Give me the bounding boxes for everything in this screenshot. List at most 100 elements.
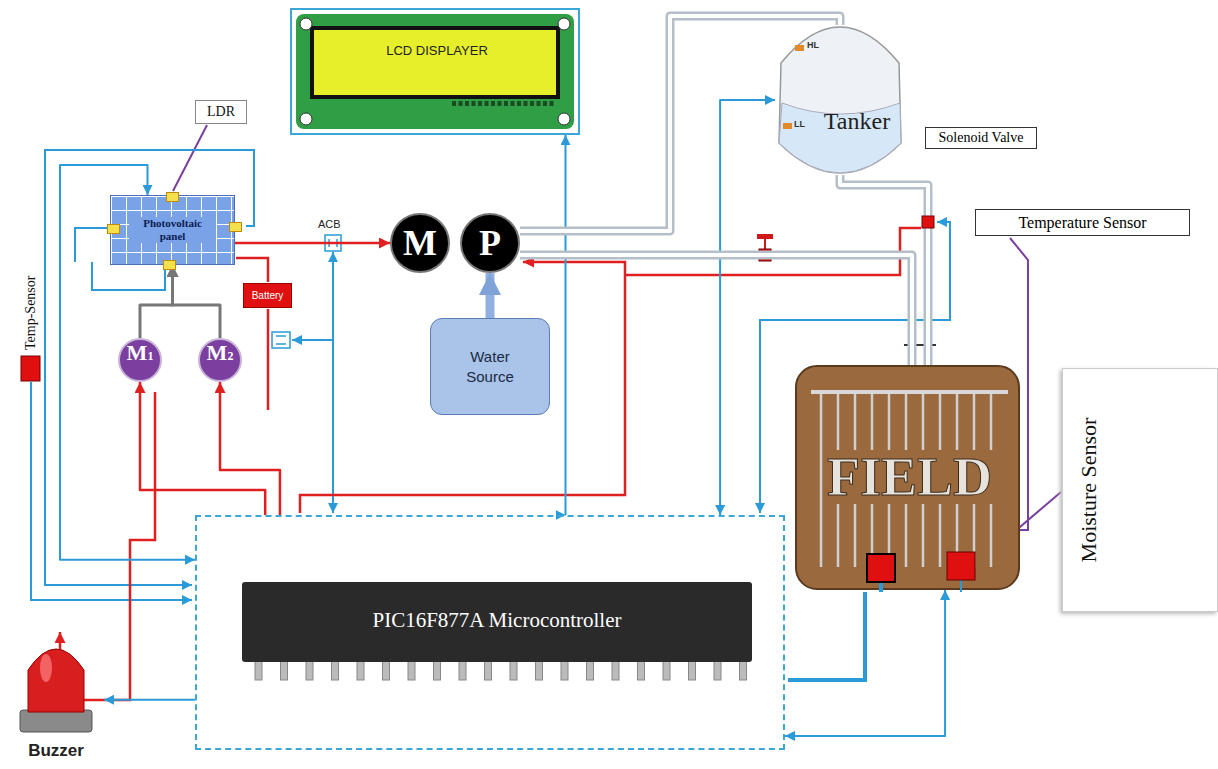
water-flow-arrow <box>486 273 495 318</box>
microcontroller-box-outline <box>459 660 466 680</box>
water-tank-outline <box>783 123 792 129</box>
lcd-display-outline <box>459 101 463 106</box>
battery-box: Battery <box>243 283 292 308</box>
lcd-display-outline <box>498 101 502 106</box>
callout-box: Solenoid Valve <box>925 127 1037 149</box>
sensor-label: Temp-Sensor <box>22 276 40 350</box>
microcontroller-box-outline <box>536 660 543 680</box>
sensor-panel: Moisture Sensor <box>1062 368 1218 612</box>
microcontroller-box-outline <box>408 660 415 680</box>
microcontroller-box-outline <box>612 660 619 680</box>
callout-box: LDR <box>195 100 247 124</box>
node-label: Buzzer <box>28 741 84 761</box>
microcontroller-box-outline <box>332 660 339 680</box>
signal-wire <box>75 228 108 262</box>
node-label: Tanker <box>824 108 890 135</box>
power-wire <box>236 258 268 282</box>
lcd-display-outline <box>524 101 528 106</box>
microcontroller-box-outline <box>663 660 670 680</box>
node-label: LCD DISPLAYER <box>386 43 488 58</box>
power-wire <box>140 382 265 515</box>
signal-wire <box>45 150 254 585</box>
power-wire <box>60 228 921 700</box>
motor-circle: M2 <box>198 338 242 382</box>
water-source-box: Water Source <box>430 318 550 415</box>
ldr-sensor <box>107 224 120 234</box>
field-area-outline <box>867 554 895 582</box>
drive-link <box>140 265 173 338</box>
power-wire <box>235 242 390 245</box>
level-label: LL <box>794 119 805 129</box>
signal-wire <box>785 590 945 736</box>
pipe-core <box>520 255 912 365</box>
microcontroller-box-outline <box>306 660 313 680</box>
microcontroller-box-outline <box>561 660 568 680</box>
lcd-display-outline <box>485 101 489 106</box>
microcontroller-box-outline <box>587 660 594 680</box>
microcontroller-box-outline <box>714 660 721 680</box>
level-label: HL <box>807 40 819 50</box>
microcontroller-box-outline <box>255 660 262 680</box>
field-area-outline <box>811 390 1008 394</box>
node-label: Temperature Sensor <box>1018 214 1146 232</box>
microcontroller-box-outline <box>197 517 787 752</box>
lcd-display-outline <box>296 14 574 129</box>
hand-valve <box>764 239 766 249</box>
signal-wire <box>92 262 165 290</box>
relay-symbol <box>276 343 286 345</box>
lcd-display-outline <box>537 101 541 106</box>
leader-line <box>173 125 1061 561</box>
microcontroller-box-outline <box>242 582 752 662</box>
node-label: 1 <box>147 349 153 364</box>
buzzer-icon-outline <box>20 710 92 732</box>
breaker-label: ACB <box>318 218 341 230</box>
lcd-display-outline <box>491 101 495 106</box>
node-label: P <box>479 222 501 264</box>
lcd-display: LCD DISPLAYER <box>290 8 580 135</box>
node-label: Photovoltaic panel <box>129 217 216 242</box>
water-tank-outline <box>779 103 901 173</box>
lcd-display-outline <box>558 113 570 125</box>
relay-symbol <box>272 332 290 348</box>
sensor-wire <box>788 592 865 680</box>
buzzer-icon: Buzzer <box>8 628 104 766</box>
node-label: Water Source <box>449 347 531 386</box>
water-tank-outline <box>775 25 905 175</box>
water-tank-outline <box>779 27 901 173</box>
node-label: PIC16F877A Microcontroller <box>372 608 621 633</box>
field-area-outline <box>960 580 962 592</box>
signal-wire <box>104 699 195 701</box>
microcontroller-box-outline <box>740 660 747 680</box>
node-label: M <box>403 222 437 264</box>
temp-sensor-symbol <box>21 356 40 381</box>
buzzer-icon-outline <box>28 649 84 712</box>
ldr-sensor <box>163 260 176 270</box>
microcontroller-box-outline <box>357 660 364 680</box>
callout-box: Temperature Sensor <box>975 209 1190 236</box>
microcontroller-box-outline <box>510 660 517 680</box>
signal-wire <box>720 100 775 515</box>
field-area-outline <box>947 552 975 580</box>
water-tank-outline <box>795 45 804 51</box>
buzzer-icon-outline <box>40 654 52 682</box>
lcd-display-outline <box>504 101 508 106</box>
ldr-sensor <box>229 222 242 232</box>
pipe-core <box>840 175 928 365</box>
sensor-wire <box>788 592 865 680</box>
relay-symbol <box>272 332 290 348</box>
lcd-display-outline <box>300 113 312 125</box>
hand-valve <box>757 234 773 239</box>
water-pipe <box>520 255 912 365</box>
power-wire <box>220 382 280 515</box>
node-label: 2 <box>227 349 233 364</box>
field-area: FIELD <box>795 365 1020 590</box>
drive-link <box>173 265 221 338</box>
leader-line <box>173 125 207 191</box>
power-wire <box>267 309 270 410</box>
power-wire <box>300 262 625 513</box>
microcontroller-box-outline <box>689 660 696 680</box>
lcd-display-outline <box>465 101 469 106</box>
microcontroller-box: PIC16F877A Microcontroller <box>195 515 785 750</box>
node-label: FIELD <box>823 450 996 504</box>
signal-wire <box>292 339 333 341</box>
